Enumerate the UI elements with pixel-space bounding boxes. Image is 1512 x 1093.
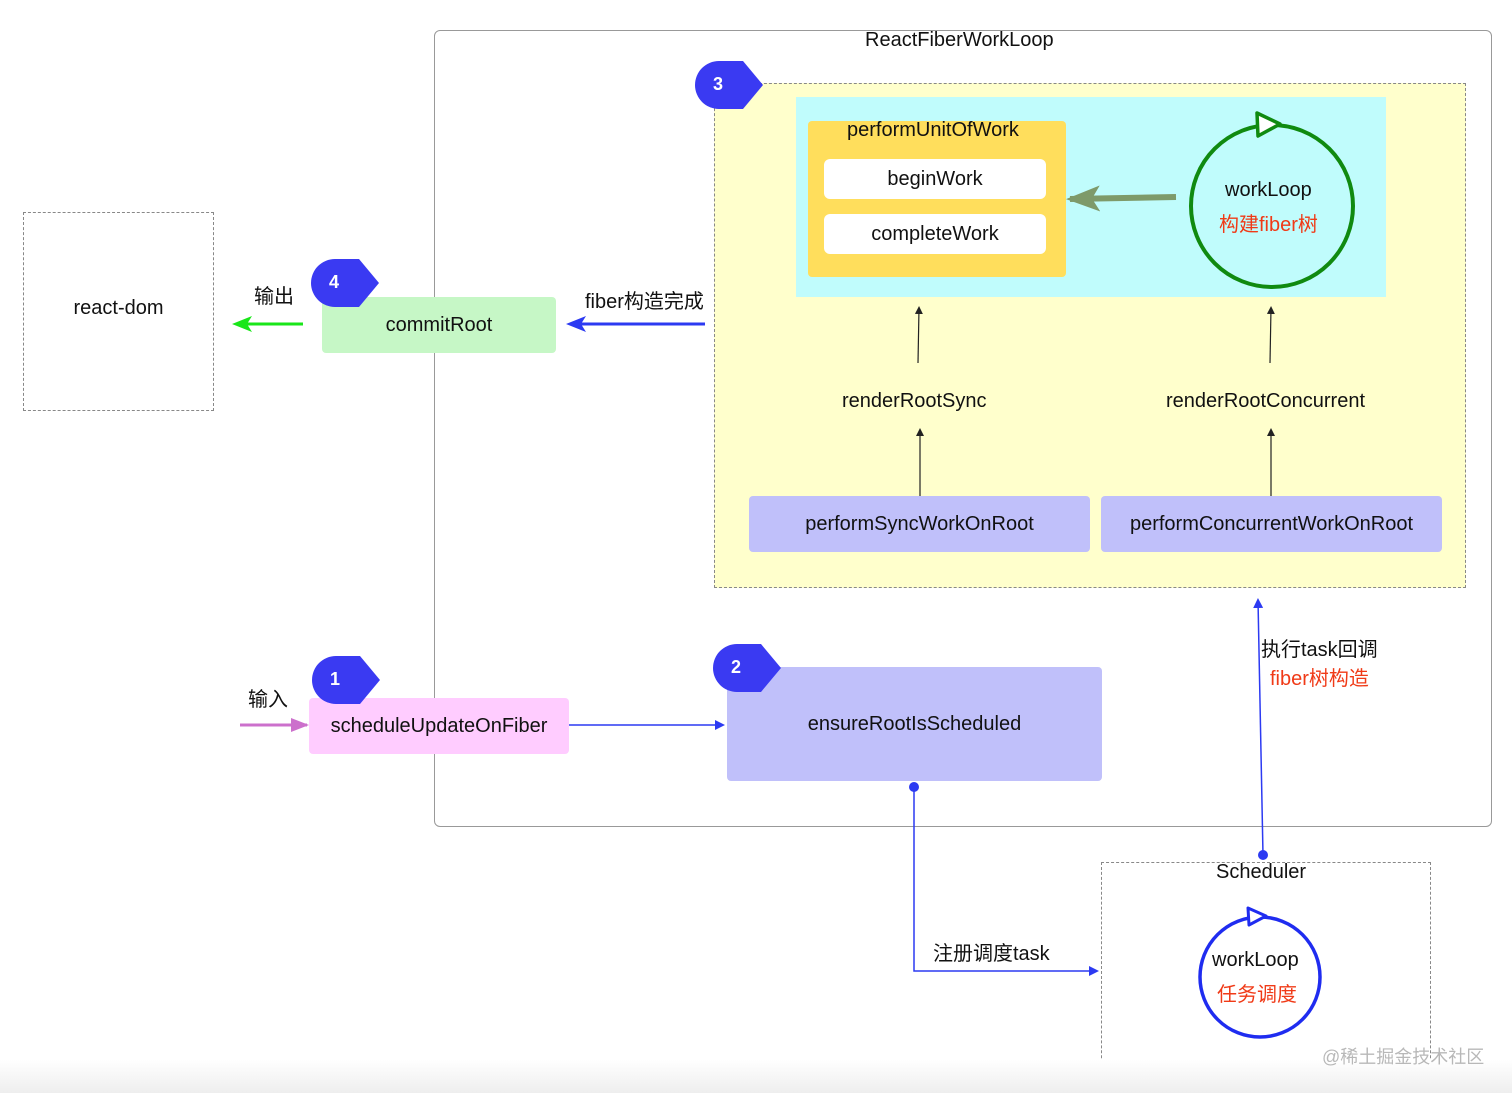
perform-unit-of-work-label: performUnitOfWork — [847, 119, 1019, 141]
output-edge-label: 输出 — [254, 286, 294, 308]
begin-work-node: beginWork — [824, 159, 1046, 199]
badge-4-number: 4 — [328, 272, 339, 292]
register-task-edge-label: 注册调度task — [933, 943, 1050, 965]
render-concurrent-to-fiber-arrow — [1266, 306, 1275, 364]
fiber-done-edge-label: fiber构造完成 — [585, 291, 704, 313]
react-dom-label: react-dom — [73, 297, 164, 319]
render-root-concurrent-label: renderRootConcurrent — [1166, 390, 1365, 412]
work-loop-fiber-label: workLoop — [1225, 179, 1312, 201]
badge-1-number: 1 — [329, 669, 340, 689]
commit-root-node: commitRoot — [322, 297, 556, 353]
render-root-sync-label: renderRootSync — [842, 390, 987, 412]
input-edge-label: 输入 — [248, 689, 288, 711]
perform-sync-work-on-root-label: performSyncWorkOnRoot — [805, 512, 1034, 535]
react-fiber-work-loop-title: ReactFiberWorkLoop — [865, 29, 1054, 51]
scheduler-title: Scheduler — [1216, 861, 1307, 883]
badge-4 — [311, 259, 379, 307]
perform-concurrent-work-on-root-node: performConcurrentWorkOnRoot — [1101, 496, 1442, 552]
exec-callback-arrow — [1253, 598, 1268, 860]
schedule-update-on-fiber-label: scheduleUpdateOnFiber — [330, 714, 548, 737]
schedule-update-on-fiber-node: scheduleUpdateOnFiber — [309, 698, 569, 754]
react-fiber-work-loop-container — [434, 30, 1492, 827]
render-sync-to-fiber-arrow — [914, 306, 923, 364]
work-loop-to-perform-unit-arrow — [1066, 185, 1177, 212]
ensure-root-is-scheduled-label: ensureRootIsScheduled — [807, 712, 1022, 735]
exec-callback-edge-label: 执行task回调 — [1261, 639, 1378, 661]
badge-1 — [312, 656, 380, 704]
ensure-root-is-scheduled-node: ensureRootIsScheduled — [727, 667, 1102, 781]
begin-work-label: beginWork — [887, 167, 983, 190]
work-loop-fiber-sublabel: 构建fiber树 — [1219, 214, 1318, 236]
perform-sync-work-on-root-node: performSyncWorkOnRoot — [749, 496, 1090, 552]
commit-root-label: commitRoot — [385, 313, 493, 336]
watermark: @稀土掘金技术社区 — [1322, 1047, 1485, 1067]
perform-concurrent-work-on-root-label: performConcurrentWorkOnRoot — [1129, 512, 1414, 535]
work-loop-fiber-circle — [1189, 111, 1355, 289]
react-dom-node: react-dom — [23, 212, 214, 411]
badge-2 — [713, 644, 781, 692]
badge-2-number: 2 — [730, 657, 741, 677]
work-loop-scheduler-sublabel: 任务调度 — [1217, 984, 1297, 1006]
work-loop-scheduler-label: workLoop — [1212, 949, 1299, 971]
complete-work-node: completeWork — [824, 214, 1046, 254]
bottom-fade — [0, 1060, 1512, 1093]
complete-work-label: completeWork — [871, 222, 999, 245]
register-task-arrow — [909, 782, 1099, 976]
badge-3 — [695, 61, 763, 109]
badge-3-number: 3 — [712, 74, 723, 94]
work-loop-scheduler-circle — [1198, 906, 1322, 1039]
exec-callback-edge-sublabel: fiber树构造 — [1270, 668, 1369, 690]
